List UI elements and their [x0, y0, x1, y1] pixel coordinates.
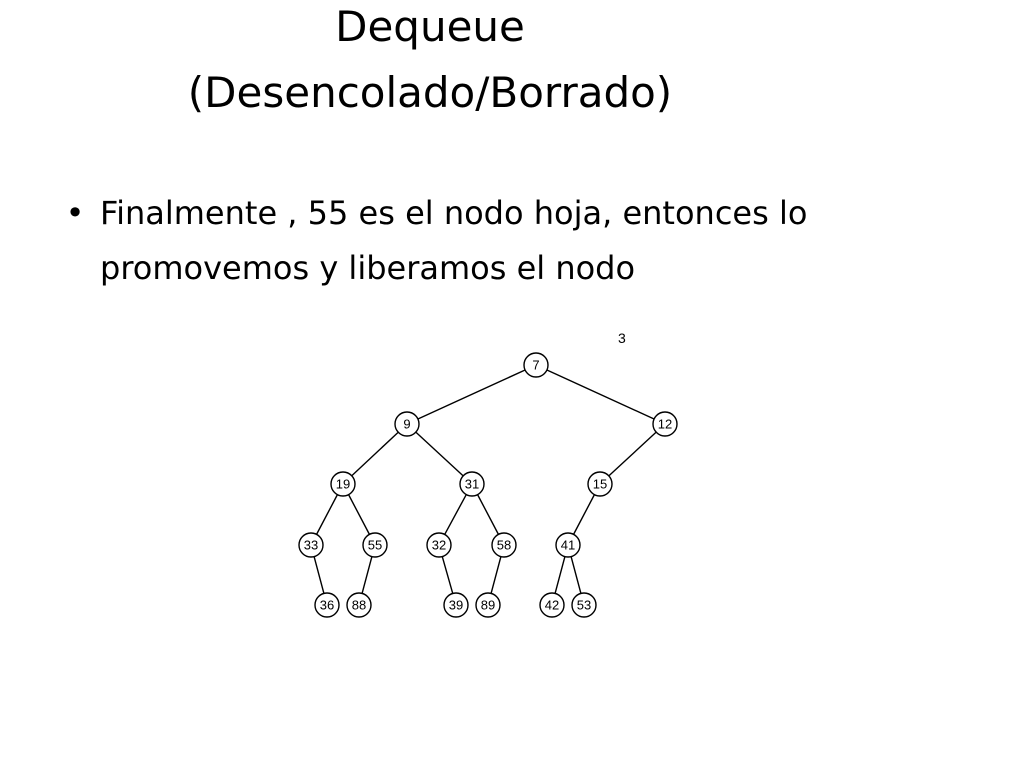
tree-node-label: 12	[658, 417, 672, 432]
tree-node-32: 32	[426, 532, 452, 558]
tree-edge-n31-n58	[476, 494, 500, 535]
tree-node-label: 58	[497, 538, 511, 553]
tree-node-58: 58	[491, 532, 517, 558]
tree-node-label: 9	[403, 417, 410, 432]
tree-node-88: 88	[346, 592, 372, 618]
bullet-list: • Finalmente , 55 es el nodo hoja, enton…	[60, 186, 960, 296]
tree-node-39: 39	[443, 592, 469, 618]
tree-edge-n7-n12	[546, 369, 655, 420]
tree-node-circle	[459, 471, 485, 497]
tree-node-label: 55	[368, 538, 382, 553]
tree-node-circle	[443, 592, 469, 618]
tree-edge-n41-n42	[554, 556, 566, 594]
tree-node-label: 42	[545, 598, 559, 613]
tree-node-36: 36	[314, 592, 340, 618]
tree-node-circle	[394, 411, 420, 437]
tree-node-33: 33	[298, 532, 324, 558]
title-line-2: (Desencolado/Borrado)	[187, 68, 673, 117]
tree-edge-n9-n19	[351, 431, 399, 477]
tree-node-label: 31	[465, 477, 479, 492]
tree-node-12: 12	[652, 411, 678, 437]
tree-node-31: 31	[459, 471, 485, 497]
tree-node-circle	[587, 471, 613, 497]
tree-edge-n9-n31	[415, 431, 464, 477]
tree-edge-n58-n89	[490, 556, 502, 594]
tree-node-label: 19	[336, 477, 350, 492]
tree-node-label: 15	[593, 477, 607, 492]
tree-node-circle	[491, 532, 517, 558]
tree-node-15: 15	[587, 471, 613, 497]
tree-node-circle	[346, 592, 372, 618]
tree-edge-n15-n41	[572, 494, 596, 535]
tree-node-89: 89	[475, 592, 501, 618]
tree-node-42: 42	[539, 592, 565, 618]
tree-node-circle	[314, 592, 340, 618]
tree-edge-n55-n88	[361, 556, 373, 594]
bullet-dot-icon: •	[65, 194, 85, 232]
tree-node-label: 32	[432, 538, 446, 553]
tree-edge-n19-n33	[315, 494, 339, 535]
tree-node-label: 88	[352, 598, 366, 613]
tree-node-circle	[362, 532, 388, 558]
tree-node-circle	[652, 411, 678, 437]
tree-node-label: 41	[561, 538, 575, 553]
tree-edge-n7-n9	[417, 369, 526, 420]
tree-edge-n31-n32	[444, 494, 467, 535]
tree-node-label: 89	[481, 598, 495, 613]
tree-node-9: 9	[394, 411, 420, 437]
tree-node-circle	[539, 592, 565, 618]
tree-node-circle	[298, 532, 324, 558]
tree-edge-n33-n36	[313, 556, 325, 594]
tree-edges	[313, 369, 657, 594]
page-number: 3	[618, 330, 626, 346]
title-line-1: Dequeue	[335, 2, 525, 51]
tree-node-53: 53	[571, 592, 597, 618]
tree-node-circle	[523, 352, 549, 378]
tree-node-circle	[571, 592, 597, 618]
tree-edge-n41-n53	[570, 556, 582, 594]
tree-node-circle	[330, 471, 356, 497]
tree-node-7: 7	[523, 352, 549, 378]
tree-node-label: 53	[577, 598, 591, 613]
slide-title: Dequeue (Desencolado/Borrado)	[0, 0, 860, 126]
tree-node-label: 39	[449, 598, 463, 613]
tree-node-circle	[475, 592, 501, 618]
tree-node-label: 7	[532, 358, 539, 373]
tree-nodes: 7 9 12 19 31 15 33 55 32 58 41 36 88 39 89 42 53	[298, 352, 678, 618]
tree-edge-n12-n15	[608, 431, 657, 477]
tree-node-circle	[555, 532, 581, 558]
tree-node-label: 33	[304, 538, 318, 553]
tree-edge-n19-n55	[347, 494, 371, 535]
tree-node-19: 19	[330, 471, 356, 497]
tree-node-55: 55	[362, 532, 388, 558]
bullet-text-line-1: Finalmente , 55 es el nodo hoja, entonce…	[100, 194, 808, 232]
tree-node-label: 36	[320, 598, 334, 613]
tree-edge-n32-n39	[441, 556, 454, 594]
bullet-text-line-2: promovemos y liberamos el nodo	[100, 249, 636, 287]
bullet-item: • Finalmente , 55 es el nodo hoja, enton…	[60, 186, 960, 296]
tree-node-circle	[426, 532, 452, 558]
tree-node-41: 41	[555, 532, 581, 558]
